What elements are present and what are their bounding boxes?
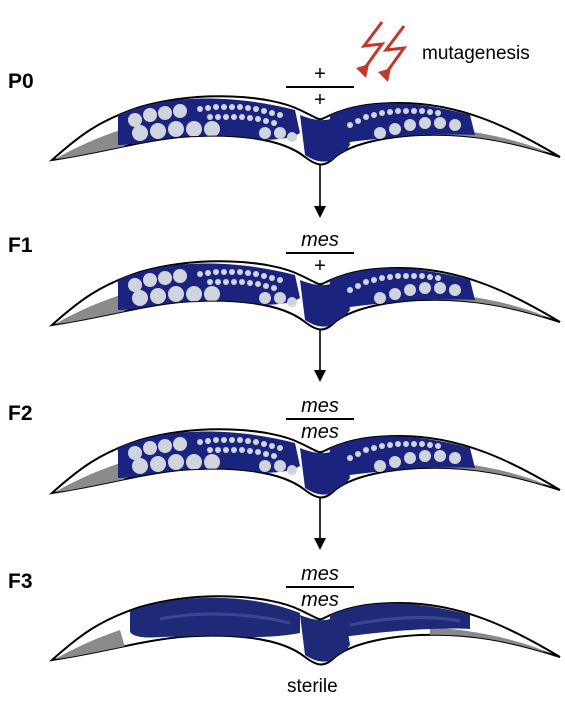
sterile-label: sterile <box>287 676 338 698</box>
worm-f2 <box>0 393 565 543</box>
worm-f3-sterile <box>0 560 565 710</box>
worm-p0 <box>0 60 565 210</box>
worm-f1 <box>0 225 565 375</box>
